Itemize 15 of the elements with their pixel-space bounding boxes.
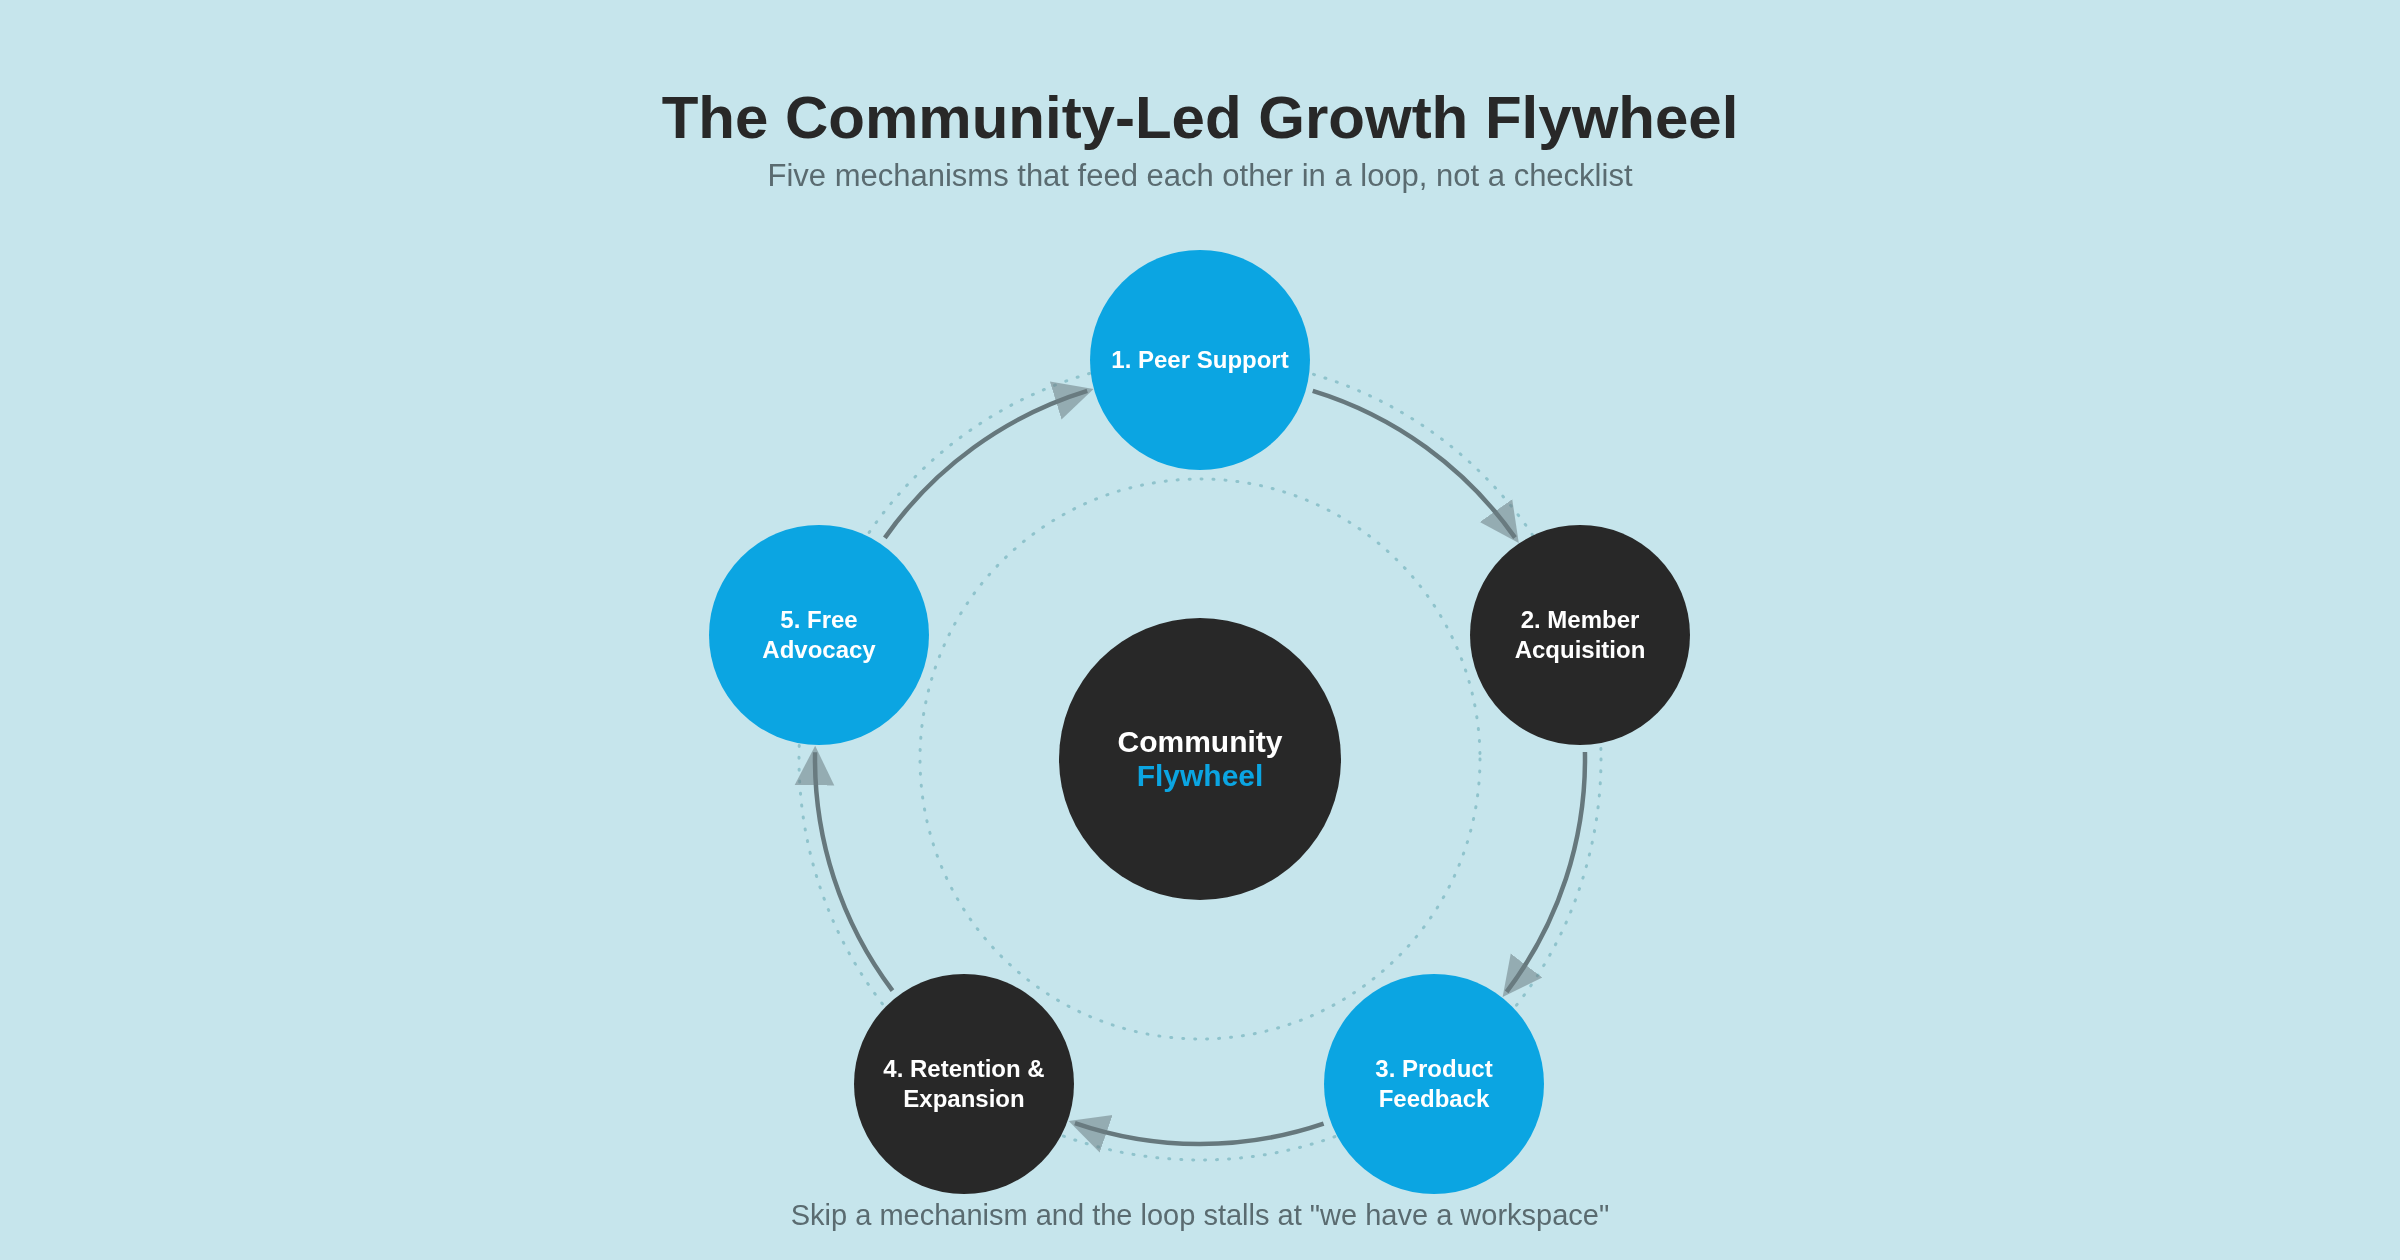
subtitle: Five mechanisms that feed each other in a loop, not a checklist xyxy=(767,157,1633,195)
stage-label: 5. Free Advocacy xyxy=(761,605,877,665)
curved-arrow xyxy=(1502,751,1588,998)
stage-label: 3. Product Feedback xyxy=(1374,1054,1494,1114)
curved-arrow xyxy=(883,383,1094,540)
center-label: Flywheel xyxy=(1136,759,1264,793)
stage-label: 4. Retention & Expansion xyxy=(882,1054,1046,1114)
curved-arrow xyxy=(1068,1113,1325,1152)
center-label: Community xyxy=(1117,725,1283,759)
curved-arrow xyxy=(796,745,895,992)
curved-arrow xyxy=(1311,388,1520,543)
title: The Community-Led Growth Flywheel xyxy=(661,83,1739,153)
stage-label: 1. Peer Support xyxy=(1110,345,1290,375)
stage-label: 2. Member Acquisition xyxy=(1513,605,1647,665)
caption: Skip a mechanism and the loop stalls at "we have a workspace" xyxy=(790,1198,1610,1233)
